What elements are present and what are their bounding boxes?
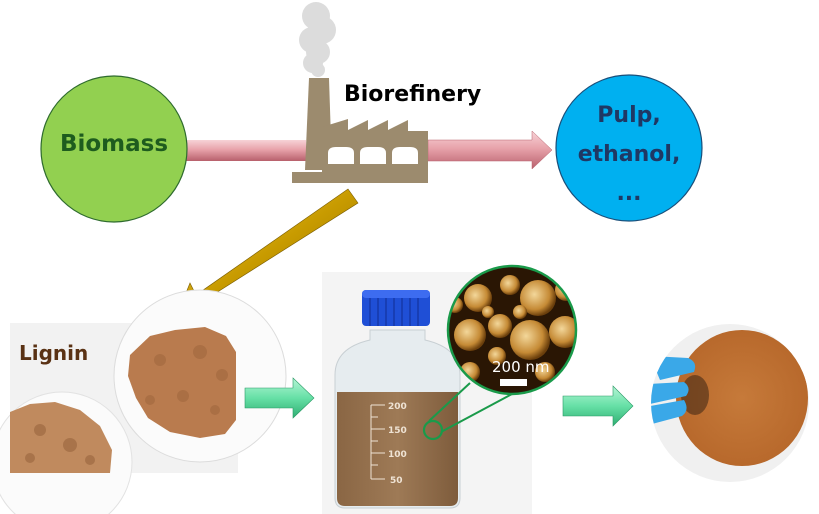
biomass-label: Biomass (59, 131, 169, 157)
scale-bar (500, 379, 527, 386)
magnifier-spot (422, 419, 444, 441)
lignin-dispersion-liquid (337, 392, 458, 506)
magnifier-line (440, 393, 513, 433)
lignin-photo (0, 289, 287, 514)
lignin-film (676, 330, 808, 466)
biorefinery-label: Biorefinery (344, 82, 482, 107)
lignin-powder-pile-large (128, 327, 236, 438)
magnifier-line (428, 382, 471, 422)
lignin-label: Lignin (19, 341, 89, 365)
arrow-biomass-to-biorefinery (186, 140, 306, 161)
graduation-label-50: 50 (390, 476, 403, 486)
products-line-1: Pulp, (597, 103, 661, 128)
arrow-lignin-to-bottle (244, 377, 315, 419)
graduation-label-100: 100 (388, 450, 407, 460)
products-label: Pulp, ethanol, ... (556, 96, 702, 213)
smoke-icon (299, 2, 336, 77)
lignin-powder-pile-small (10, 402, 112, 473)
afm-inset: 200 nm (446, 264, 578, 396)
products-line-3: ... (616, 181, 642, 206)
bottle-cap (362, 290, 430, 326)
graduation-label-200: 200 (388, 402, 407, 412)
film-photo (651, 324, 809, 482)
scale-bar-label: 200 nm (492, 358, 550, 376)
factory-icon (292, 78, 428, 183)
graduation-scale (370, 404, 385, 480)
biomass-node (40, 75, 188, 223)
arrow-biorefinery-to-products (427, 130, 553, 170)
graduation-label-150: 150 (388, 426, 407, 436)
products-node (555, 74, 703, 222)
products-line-2: ethanol, (577, 142, 681, 167)
arrow-bottle-to-film (562, 385, 634, 427)
